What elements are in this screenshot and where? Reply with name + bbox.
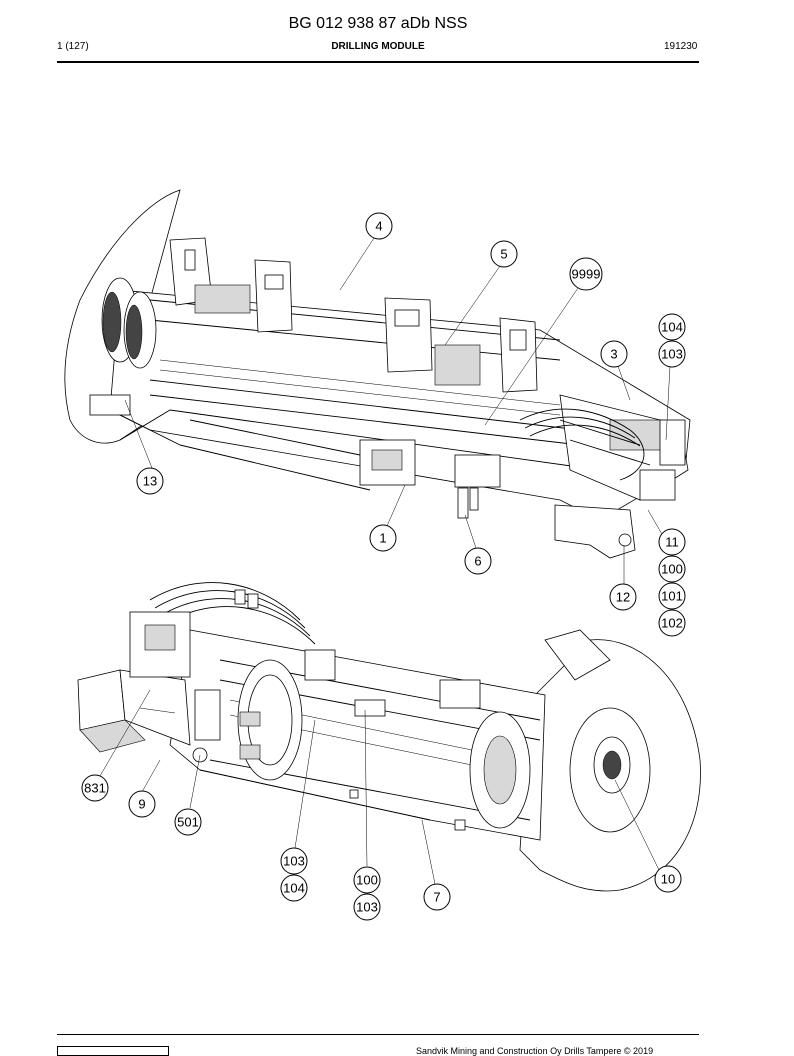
upper-assembly-illustration <box>64 189 691 559</box>
callout-103-top: 103 <box>658 340 686 368</box>
svg-text:103: 103 <box>661 347 683 362</box>
document-title: BG 012 938 87 aDb NSS <box>288 15 468 32</box>
document-code: 191230 <box>664 41 698 52</box>
callout-103-bottom-left: 103 <box>280 847 308 875</box>
callout-9: 9 <box>128 790 156 818</box>
svg-text:103: 103 <box>283 854 305 869</box>
svg-text:3: 3 <box>610 347 617 362</box>
leader-lines <box>99 237 671 885</box>
svg-text:103: 103 <box>356 900 378 915</box>
svg-text:6: 6 <box>474 554 481 569</box>
svg-text:100: 100 <box>661 562 683 577</box>
callout-4: 4 <box>365 212 393 240</box>
svg-text:7: 7 <box>433 890 440 905</box>
callout-9999: 9999 <box>569 257 603 291</box>
section-title: DRILLING MODULE <box>331 41 425 52</box>
svg-text:11: 11 <box>665 535 679 550</box>
svg-text:101: 101 <box>661 589 683 604</box>
page-number: 1 (127) <box>57 41 89 52</box>
callout-501: 501 <box>174 808 202 836</box>
svg-text:104: 104 <box>661 320 683 335</box>
svg-text:9999: 9999 <box>572 267 601 282</box>
footer-copyright: Sandvik Mining and Construction Oy Drill… <box>416 1046 654 1056</box>
svg-text:1: 1 <box>379 531 386 546</box>
callout-101: 101 <box>658 582 686 610</box>
callout-10: 10 <box>654 865 682 893</box>
sandvik-logo <box>57 1046 169 1056</box>
svg-text:100: 100 <box>356 873 378 888</box>
callout-102: 102 <box>658 609 686 637</box>
lower-assembly-illustration <box>77 582 701 892</box>
svg-text:831: 831 <box>84 781 106 796</box>
svg-text:10: 10 <box>661 872 675 887</box>
svg-text:5: 5 <box>500 247 507 262</box>
callout-100-bottom: 100 <box>353 866 381 894</box>
svg-text:12: 12 <box>616 590 630 605</box>
callout-1: 1 <box>369 524 397 552</box>
footer-rule <box>57 1034 699 1035</box>
callout-3: 3 <box>600 340 628 368</box>
svg-text:501: 501 <box>177 815 199 830</box>
svg-text:13: 13 <box>143 474 157 489</box>
callout-12: 12 <box>609 583 637 611</box>
callout-7: 7 <box>423 883 451 911</box>
svg-text:104: 104 <box>283 881 305 896</box>
header-rule <box>57 61 699 63</box>
callout-6: 6 <box>464 547 492 575</box>
svg-text:102: 102 <box>661 616 683 631</box>
callout-104-bottom: 104 <box>280 874 308 902</box>
callout-831: 831 <box>81 774 109 802</box>
svg-text:9: 9 <box>138 797 145 812</box>
callout-5: 5 <box>490 240 518 268</box>
svg-text:4: 4 <box>375 219 382 234</box>
callout-103-bottom: 103 <box>353 893 381 921</box>
callout-11: 11 <box>658 528 686 556</box>
callout-104-top: 104 <box>658 313 686 341</box>
callout-100-top: 100 <box>658 555 686 583</box>
callout-13: 13 <box>136 467 164 495</box>
